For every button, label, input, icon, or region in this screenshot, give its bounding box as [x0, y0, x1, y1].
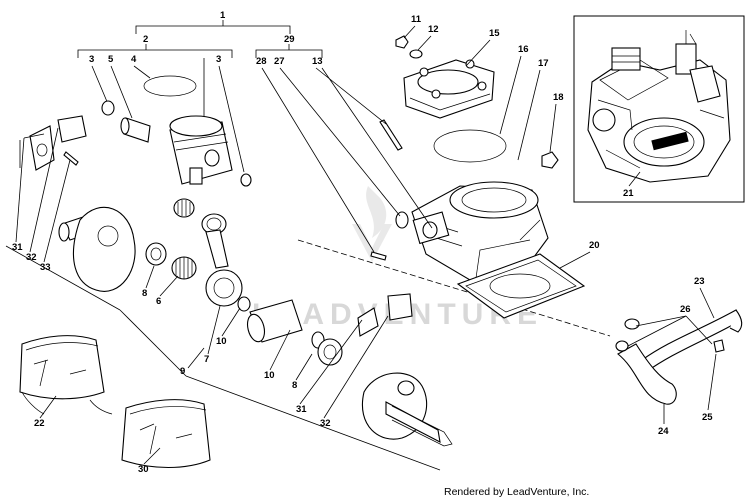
callout-8: 8 — [292, 380, 297, 391]
callout-16: 16 — [518, 44, 529, 55]
watermark-logo — [352, 186, 392, 262]
callout-27: 27 — [274, 56, 285, 67]
callout-18: 18 — [553, 92, 564, 103]
coolant-hose-lower — [617, 343, 677, 405]
hose-clamp-lower — [615, 340, 629, 352]
callout-30: 30 — [138, 464, 149, 475]
callout-31-left: 31 — [12, 242, 23, 253]
callout-26: 26 — [680, 304, 691, 315]
render-credit: Rendered by LeadVenture, Inc. — [444, 486, 590, 498]
callout-33: 33 — [40, 262, 51, 273]
callout-5: 5 — [108, 54, 114, 65]
head-gasket — [433, 129, 507, 163]
callout-22: 22 — [34, 418, 45, 429]
callout-3-left: 3 — [89, 54, 94, 65]
cylinder-head — [403, 59, 495, 119]
small-end-bearing — [173, 198, 195, 218]
callout-17: 17 — [538, 58, 549, 69]
callout-2: 2 — [143, 34, 148, 45]
cylinder-stud — [379, 119, 403, 151]
callout-21: 21 — [623, 188, 634, 199]
thrust-washer — [145, 242, 167, 266]
reed-cover-left — [57, 115, 87, 143]
reed-plate-right — [357, 307, 379, 337]
piston-pin-clip — [101, 100, 115, 116]
callout-3-right: 3 — [216, 54, 221, 65]
head-washer — [409, 49, 423, 59]
callout-7-top: 7 — [204, 354, 209, 365]
crankshaft-left — [58, 206, 136, 292]
callout-10-top: 10 — [216, 336, 227, 347]
exhaust-port-gasket — [395, 211, 409, 229]
piston — [169, 115, 233, 185]
group-brackets: 1 2 29 — [77, 10, 323, 58]
callout-31-right: 31 — [296, 404, 307, 415]
callout-32-left: 32 — [26, 252, 37, 263]
crankshaft-right — [361, 372, 453, 447]
base-gasket — [456, 253, 586, 319]
callout-6: 6 — [156, 296, 161, 307]
crank-washer — [237, 296, 251, 312]
gasket-kit-bag — [19, 335, 113, 415]
callout-8-top: 8 — [142, 288, 147, 299]
piston-pin-clip-right — [240, 173, 252, 187]
callout-10: 10 — [264, 370, 275, 381]
complete-engine-illustration — [587, 30, 731, 183]
callout-12: 12 — [428, 24, 439, 35]
callout-9: 9 — [180, 366, 185, 377]
callout-24: 24 — [658, 426, 669, 437]
hose-clamp-upper — [624, 318, 640, 330]
callout-13: 13 — [312, 56, 323, 67]
callout-28: 28 — [256, 56, 267, 67]
callout-25: 25 — [702, 412, 713, 423]
cylinder — [411, 181, 549, 281]
reed-cover-right — [387, 293, 413, 321]
piston-pin — [120, 117, 151, 143]
callout-11: 11 — [411, 14, 422, 25]
engine-inset: 21 — [573, 15, 745, 203]
callout-1: 1 — [220, 10, 226, 21]
callout-4: 4 — [131, 54, 137, 65]
piston-ring — [143, 75, 197, 97]
callout-23: 23 — [694, 276, 705, 287]
connecting-rod — [201, 213, 243, 307]
reed-plate-left — [29, 125, 55, 171]
stud-bolt — [63, 151, 79, 166]
cylinder-nut — [541, 151, 559, 169]
dowel-pin — [370, 251, 387, 261]
big-end-bearing — [171, 256, 197, 280]
callout-15: 15 — [489, 28, 500, 39]
crank-seal — [317, 338, 343, 366]
callout-32-right: 32 — [320, 418, 331, 429]
coolant-hose-upper — [641, 309, 743, 373]
callout-29: 29 — [284, 34, 295, 45]
hose-fitting — [713, 339, 725, 353]
callout-20: 20 — [589, 240, 600, 251]
top-end-kit-bag — [121, 399, 211, 469]
head-nut — [395, 35, 409, 49]
